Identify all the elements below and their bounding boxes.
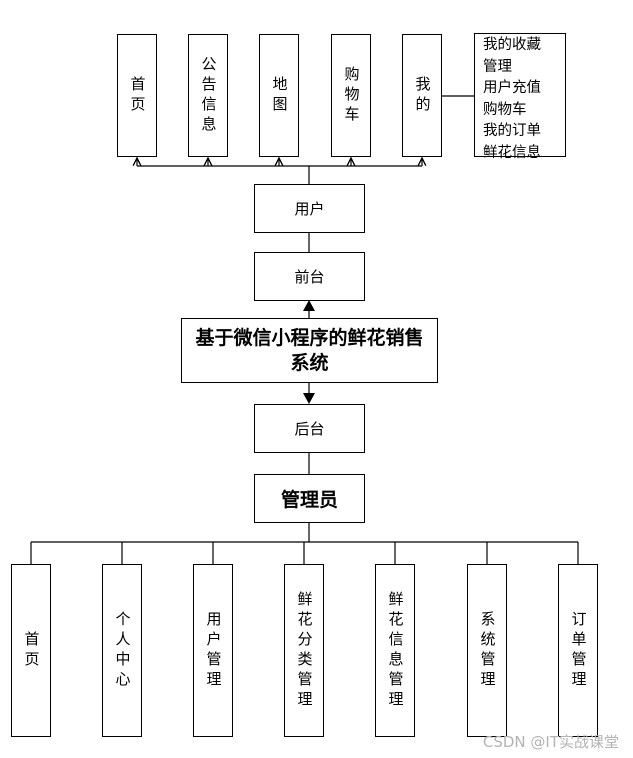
my-sub-item-favorites: 我的收藏管理 <box>483 37 541 75</box>
my-sub-item-flower-info: 鲜花信息 <box>483 144 541 161</box>
backend-module-home: 首页 <box>11 564 51 737</box>
csdn-watermark: CSDN @IT实战课堂 <box>482 733 619 751</box>
arrow-up-to-front <box>303 300 315 311</box>
backend-module-system-management: 系统管理 <box>467 564 507 737</box>
backend-module-user-management: 用户管理 <box>193 564 233 737</box>
backend-module-flower-category-management: 鲜花分类管理 <box>284 564 324 737</box>
frontend-module-map: 地图 <box>259 34 299 157</box>
back-box: 后台 <box>254 404 365 453</box>
frontend-module-mine: 我的 <box>402 34 442 157</box>
my-sub-item-orders: 我的订单 <box>483 123 541 139</box>
backend-module-order-management: 订单管理 <box>558 564 598 737</box>
user-box: 用户 <box>254 184 365 233</box>
my-sub-item-cart: 购物车 <box>483 101 527 118</box>
frontend-module-cart: 购物车 <box>331 34 371 157</box>
frontend-module-home: 首页 <box>117 34 157 157</box>
system-title-box: 基于微信小程序的鲜花销售系统 <box>181 318 438 383</box>
front-box: 前台 <box>254 252 365 301</box>
my-sub-item-recharge: 用户充值 <box>483 80 541 96</box>
backend-module-flower-info-management: 鲜花信息管理 <box>375 564 415 737</box>
arrow-down-to-back <box>303 393 315 404</box>
backend-module-personal-center: 个人中心 <box>102 564 142 737</box>
my-sub-items-list: 我的收藏管理 用户充值 购物车 我的订单 鲜花信息 <box>474 33 566 161</box>
frontend-module-announcements: 公告信息 <box>188 34 228 157</box>
admin-box: 管理员 <box>254 474 365 523</box>
